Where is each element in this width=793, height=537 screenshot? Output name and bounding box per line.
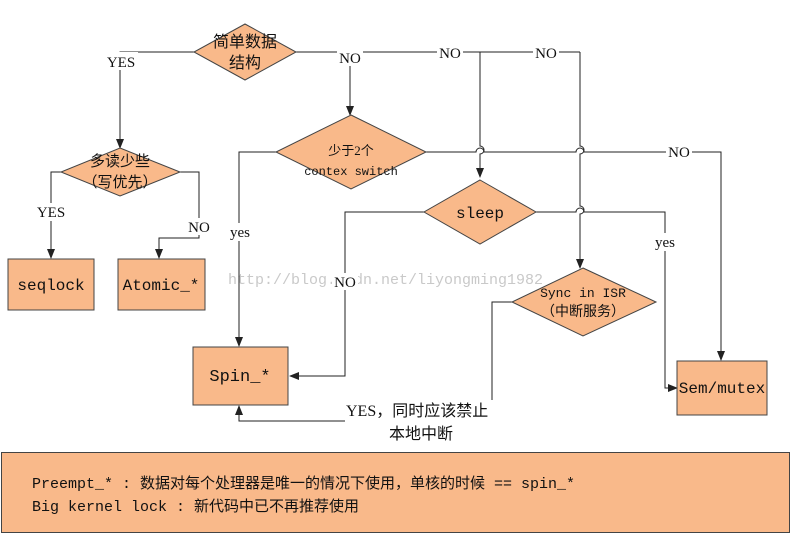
edge-label-less-yes: yes <box>230 225 250 241</box>
decision-sync-isr-line2: （中断服务） <box>541 304 625 320</box>
decision-simple-data <box>192 23 298 81</box>
edge-sleep-yes <box>536 207 678 392</box>
label-bg <box>337 49 363 66</box>
box-sem-mutex <box>676 360 768 416</box>
box-sem-mutex-label: Sem/mutex <box>679 380 765 398</box>
box-spin-label: Spin_* <box>209 368 270 387</box>
decision-sync-isr-line1: Sync in ISR <box>540 286 626 301</box>
box-atomic <box>117 258 206 311</box>
decision-read-more <box>59 147 182 197</box>
edge-label-read-no: NO <box>188 220 210 236</box>
label-bg <box>666 143 692 160</box>
edge-read-no <box>155 171 200 259</box>
decision-simple-data-line2: 结构 <box>229 54 261 72</box>
decision-read-more-line2: （写优先） <box>82 174 157 191</box>
edge-label-isr-yes-line2: 本地中断 <box>389 425 453 443</box>
edge-label-read-yes: YES <box>37 205 65 221</box>
box-seqlock <box>7 258 95 311</box>
edge-read-yes <box>47 171 61 259</box>
label-bg <box>533 44 559 61</box>
decision-less-than-2-line1: 少于2个 <box>328 143 374 158</box>
decision-read-more-line1: 多读少些 <box>90 153 150 170</box>
edge-label-sleep-yes: yes <box>655 235 675 251</box>
label-bg <box>345 400 509 444</box>
edge-label-simple-no-3: NO <box>535 46 557 62</box>
edge-label-simple-no-1: NO <box>339 51 361 67</box>
label-bg <box>648 233 682 251</box>
edge-less-yes <box>235 151 276 347</box>
note-preempt: Preempt_* : 数据对每个处理器是唯一的情况下使用，单核的时候 == s… <box>32 476 576 493</box>
note-big-kernel-lock: Big kernel lock : 新代码中已不再推荐使用 <box>32 499 360 516</box>
box-spin <box>192 346 289 406</box>
edge-label-less-no: NO <box>668 145 690 161</box>
decision-less-than-2-line2: contex switch <box>304 165 398 179</box>
edge-label-simple-no-2: NO <box>439 46 461 62</box>
decision-sleep-label: sleep <box>456 205 504 223</box>
edge-label-sleep-no: NO <box>334 275 356 291</box>
label-bg <box>332 273 358 290</box>
box-seqlock-label: seqlock <box>17 277 84 295</box>
label-bg <box>223 223 257 241</box>
decision-sleep <box>422 179 538 245</box>
decision-simple-data-line1: 简单数据 <box>213 33 277 51</box>
box-atomic-label: Atomic_* <box>123 277 200 295</box>
label-bg <box>437 44 463 61</box>
edge-simple-no-sleep <box>476 52 485 178</box>
watermark: http://blog.csdn.net/liyongming1982 <box>228 272 543 289</box>
edge-sleep-no <box>289 211 424 380</box>
edge-simple-no-isr <box>576 52 585 269</box>
label-bg <box>186 218 212 235</box>
decision-sync-isr <box>510 267 658 337</box>
label-bg <box>104 52 138 70</box>
edge-label-isr-yes-line1: YES，同时应该禁止 <box>346 401 488 420</box>
notes-box: Preempt_* : 数据对每个处理器是唯一的情况下使用，单核的时候 == s… <box>1 452 790 533</box>
decision-less-than-2 <box>274 114 428 190</box>
edge-label-simple-yes: YES <box>107 55 135 71</box>
edge-less-no <box>426 147 725 361</box>
label-bg <box>34 203 68 221</box>
